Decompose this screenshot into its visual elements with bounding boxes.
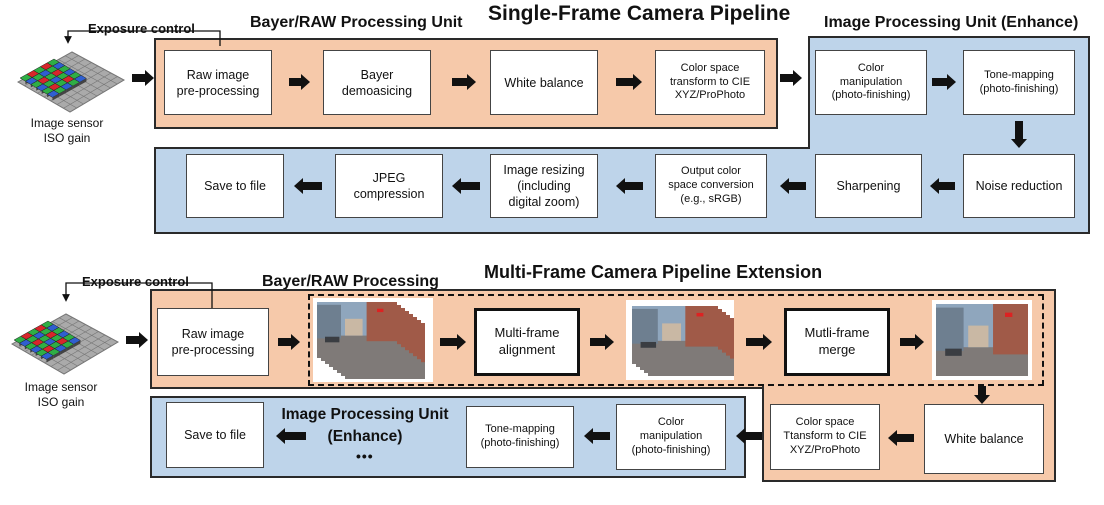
- top-bayer-demosaicing-box: Bayer demoasicing: [323, 50, 431, 115]
- top-color-manipulation-box: Color manipulation (photo-finishing): [815, 50, 927, 115]
- top-pipeline-title: Single-Frame Camera Pipeline: [488, 2, 791, 25]
- top-image-resizing-box: Image resizing (including digital zoom): [490, 154, 598, 218]
- top-output-color-box: Output color space conversion (e.g., sRG…: [655, 154, 767, 218]
- bottom-ipu-title: Image Processing Unit (Enhance): [281, 406, 449, 445]
- top-bayer-panel-title: Bayer/RAW Processing Unit: [250, 14, 463, 31]
- bottom-tone-mapping-box: Tone-mapping (photo-finishing): [466, 406, 574, 468]
- bottom-bayer-panel-title: Bayer/RAW Processing: [262, 273, 439, 290]
- bottom-exposure-label: Exposure control: [82, 274, 189, 289]
- bottom-color-manipulation-box: Color manipulation (photo-finishing): [616, 404, 726, 470]
- merged-frame-photo: [932, 300, 1032, 380]
- top-color-space-box: Color space transform to CIE XYZ/ProPhot…: [655, 50, 765, 115]
- bottom-white-balance-box: White balance: [924, 404, 1044, 474]
- arrow-top-colorspace-to-colormanip: [780, 70, 802, 86]
- bottom-save-to-file-box: Save to file: [166, 402, 264, 468]
- bottom-sensor-label: Image sensor ISO gain: [24, 380, 98, 409]
- bottom-pipeline-title: Multi-Frame Camera Pipeline Extension: [484, 262, 823, 282]
- burst-frames-photo: [313, 298, 433, 382]
- top-panel-join: [810, 147, 1088, 151]
- arrow-top-sensor-to-raw: [132, 70, 154, 86]
- bottom-multiframe-alignment-box: Multi-frame alignment: [474, 308, 580, 376]
- bottom-ellipsis: •••: [356, 448, 374, 464]
- bottom-multiframe-merge-box: Mutli-frame merge: [784, 308, 890, 376]
- bottom-image-sensor-icon: [6, 304, 124, 383]
- arrow-bottom-sensor-to-raw: [126, 332, 148, 348]
- top-white-balance-box: White balance: [490, 50, 598, 115]
- top-save-to-file-box: Save to file: [186, 154, 284, 218]
- top-output-panel: [154, 147, 1090, 234]
- bottom-raw-preprocessing-box: Raw image pre-processing: [157, 308, 269, 376]
- bottom-multiframe-region: [308, 294, 1044, 386]
- bottom-bayer-panel-edge: [150, 387, 762, 389]
- top-ipu-panel-title: Image Processing Unit (Enhance): [824, 14, 1079, 31]
- top-image-sensor-icon: [12, 42, 130, 121]
- bottom-color-space-box: Color space Ttansform to CIE XYZ/ProPhot…: [770, 404, 880, 470]
- top-raw-preprocessing-box: Raw image pre-processing: [164, 50, 272, 115]
- top-jpeg-compression-box: JPEG compression: [335, 154, 443, 218]
- top-exposure-label: Exposure control: [88, 21, 195, 36]
- aligned-frames-photo: [626, 300, 734, 380]
- top-noise-reduction-box: Noise reduction: [963, 154, 1075, 218]
- top-sensor-label: Image sensor ISO gain: [30, 116, 104, 145]
- top-sharpening-box: Sharpening: [815, 154, 922, 218]
- top-tone-mapping-box: Tone-mapping (photo-finishing): [963, 50, 1075, 115]
